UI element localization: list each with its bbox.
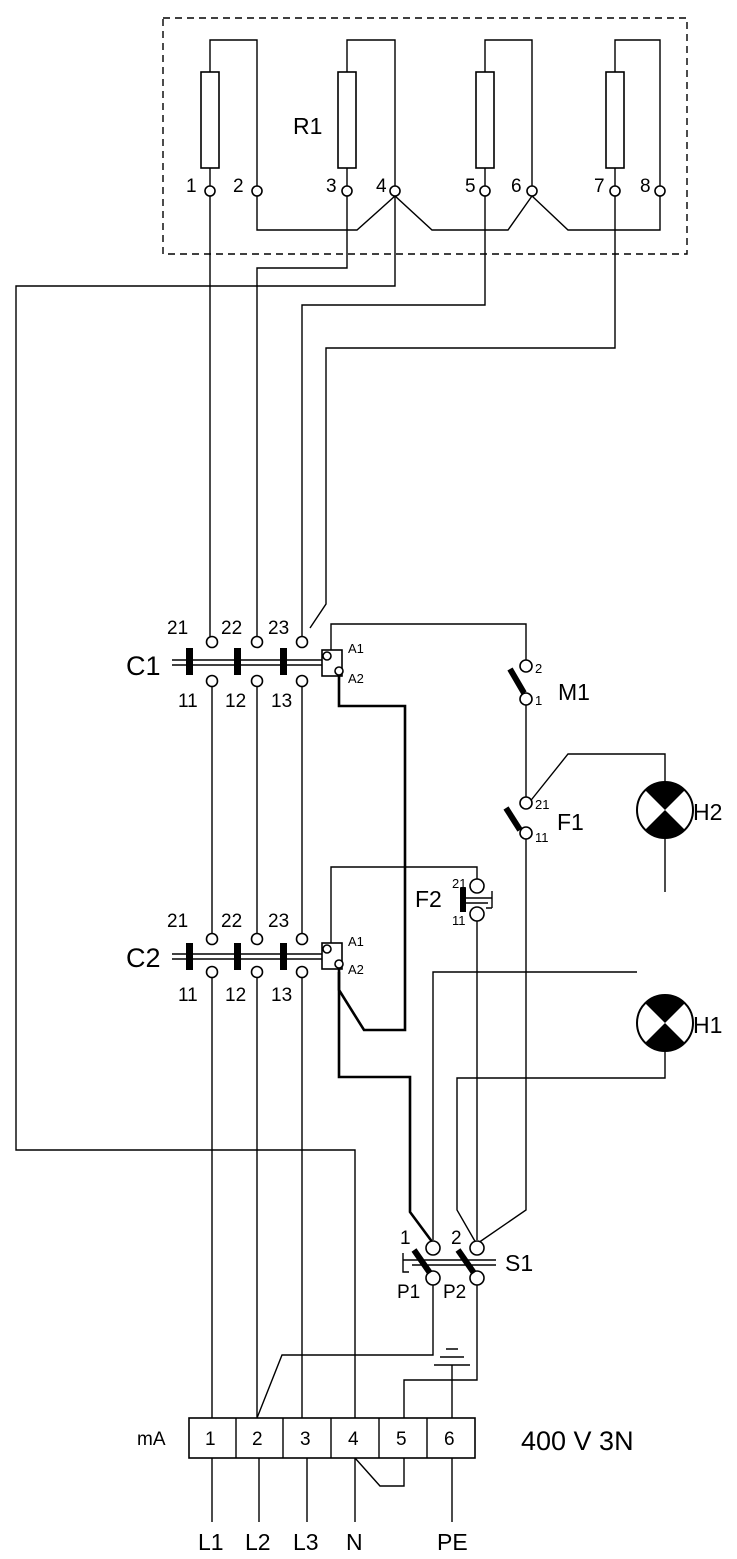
c2-top-22: 22	[221, 911, 242, 932]
resistor-element-3	[475, 71, 495, 169]
c1-bottom-12: 12	[225, 691, 246, 712]
line-l3: L3	[293, 1529, 319, 1555]
m1-label: M1	[558, 679, 590, 705]
wire-r1-3-to-c1-22	[256, 196, 348, 637]
block-cell-6: 6	[444, 1429, 455, 1450]
heater-terminal-3: 3	[326, 176, 337, 197]
supply-wires	[15, 196, 616, 1418]
ground-icon	[434, 1348, 470, 1418]
c1-bottom-11: 11	[178, 691, 198, 712]
c1-label: C1	[126, 651, 161, 681]
switch-s1: 1 2 P1 P2 S1	[397, 1228, 533, 1303]
line-l2: L2	[245, 1529, 271, 1555]
block-cell-2: 2	[252, 1429, 263, 1450]
thermostat-f2: 21 11 F2	[415, 876, 493, 928]
lamp-h2-icon: H2	[636, 781, 722, 839]
s1-pole-p2: P2	[443, 1282, 466, 1303]
heater-bridges	[256, 195, 661, 231]
lamp-h1-label: H1	[693, 1012, 722, 1038]
c1-top-23: 23	[268, 618, 289, 639]
c2-top-23: 23	[268, 911, 289, 932]
lamp-h2-label: H2	[693, 799, 722, 825]
wire-r1-4-to-neutral	[15, 196, 396, 1418]
c1-bottom-13: 13	[271, 691, 292, 712]
heater-terminal-5: 5	[465, 176, 476, 197]
f1-label: F1	[557, 809, 584, 835]
c1-top-21: 21	[167, 618, 188, 639]
resistor-element-4	[605, 71, 625, 169]
outgoing-lines: L1 L2 L3 N PE	[198, 1457, 468, 1555]
heater-loop-3	[484, 39, 533, 186]
lamp-h1-icon: H1	[636, 994, 722, 1052]
resistor-element-2	[337, 71, 357, 169]
m1-terminal-1: 1	[535, 693, 542, 708]
wires-c2-to-block	[211, 977, 303, 1418]
block-cell-1: 1	[205, 1429, 216, 1450]
heater-enclosure-frame	[162, 17, 688, 255]
control-wiring	[256, 623, 666, 1419]
thermostat-f1: 21 11 F1	[503, 796, 584, 845]
wire-r1-7-to-c1-23	[309, 196, 616, 629]
s1-pole-p1: P1	[397, 1282, 420, 1303]
s1-terminal-2: 2	[451, 1228, 462, 1249]
line-n: N	[346, 1529, 363, 1555]
c1-coil-a1: A1	[348, 641, 364, 656]
heater-loop-4	[614, 39, 661, 186]
block-label: mA	[137, 1429, 166, 1450]
f2-label: F2	[415, 886, 442, 912]
heater-terminal-1: 1	[186, 176, 197, 197]
f1-terminal-21: 21	[535, 797, 549, 812]
heater-r1: 1 2 3 4 5 6 7 8 R1	[162, 17, 688, 255]
heater-terminal-6: 6	[511, 176, 522, 197]
c1-coil-a2: A2	[348, 671, 364, 686]
resistor-element-1	[200, 71, 220, 169]
c2-bottom-12: 12	[225, 985, 246, 1006]
contactor-c1: C1 21 22 23 11 12 13 A1 A2	[126, 618, 364, 712]
c1-top-22: 22	[221, 618, 242, 639]
block-cell-4: 4	[348, 1429, 359, 1450]
wire-r1-5-to-c1-23	[301, 196, 486, 637]
n-bridge	[354, 1457, 405, 1487]
c2-bottom-11: 11	[178, 985, 198, 1006]
c2-label: C2	[126, 943, 161, 973]
wires-c1-to-c2	[211, 686, 303, 935]
contactor-c2: C2 21 22 23 11 12 13 A1 A2	[126, 911, 364, 1006]
c2-coil-a1: A1	[348, 934, 364, 949]
f2-terminal-11: 11	[452, 913, 466, 928]
c2-coil-a2: A2	[348, 962, 364, 977]
s1-label: S1	[505, 1250, 533, 1276]
block-cell-3: 3	[300, 1429, 311, 1450]
s1-terminal-1: 1	[400, 1228, 411, 1249]
heater-loop-2	[346, 39, 396, 186]
heater-terminal-8: 8	[640, 176, 651, 197]
block-cell-5: 5	[396, 1429, 407, 1450]
terminal-block: 1 2 3 4 5 6 mA 400 V 3N	[137, 1417, 634, 1459]
supply-voltage-label: 400 V 3N	[521, 1426, 634, 1456]
m1-terminal-2: 2	[535, 661, 542, 676]
heater-label: R1	[293, 113, 322, 139]
line-pe: PE	[437, 1529, 468, 1555]
heater-terminal-7: 7	[594, 176, 605, 197]
c2-bottom-13: 13	[271, 985, 292, 1006]
f1-terminal-11: 11	[535, 830, 549, 845]
line-l1: L1	[198, 1529, 224, 1555]
heater-loop-1	[209, 39, 258, 186]
f2-terminal-21: 21	[452, 876, 466, 891]
heater-terminal-2: 2	[233, 176, 244, 197]
switch-m1: 2 1 M1	[507, 659, 590, 708]
c2-top-21: 21	[167, 911, 188, 932]
heater-terminal-4: 4	[376, 176, 387, 197]
